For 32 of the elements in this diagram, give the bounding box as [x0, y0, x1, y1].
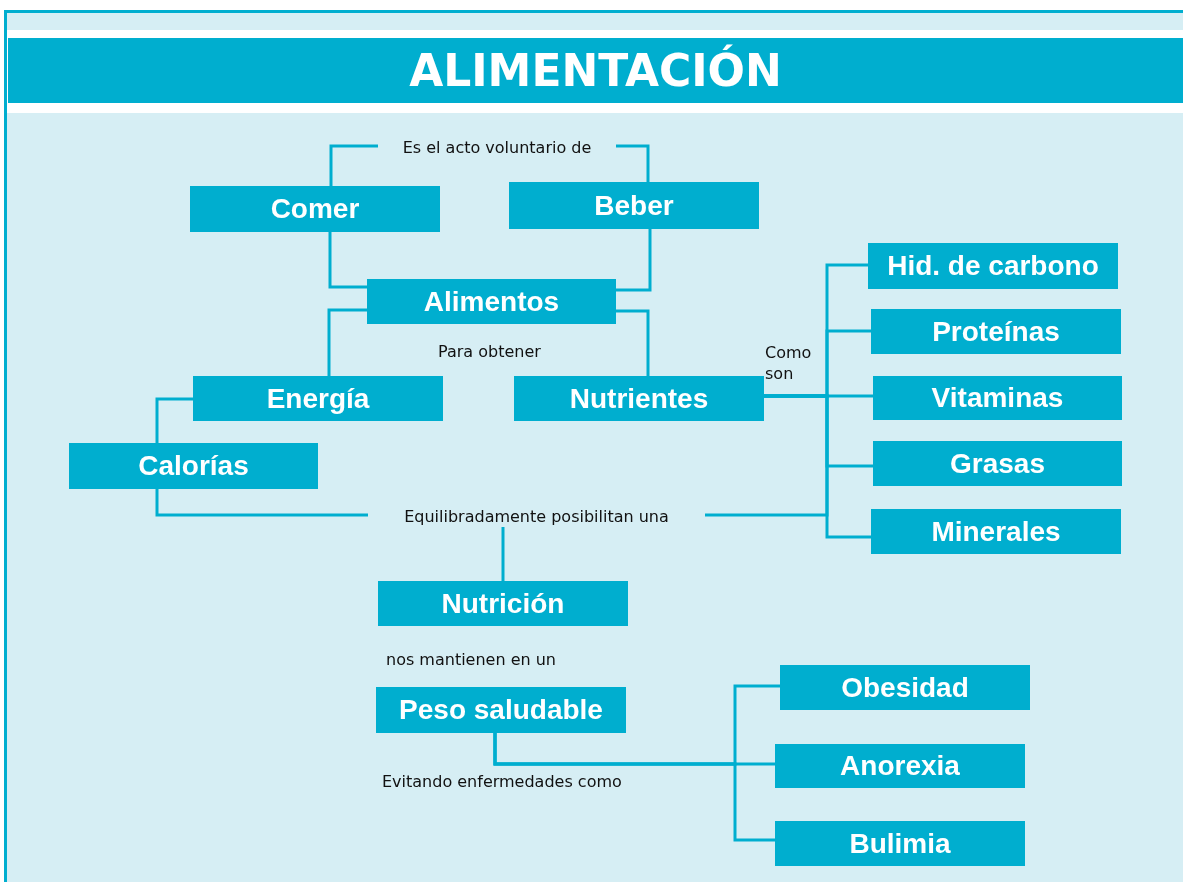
concept-box: Proteínas	[871, 309, 1121, 354]
concept-box: Hid. de carbono	[868, 243, 1118, 289]
connector-line	[327, 308, 367, 376]
connector-line	[155, 397, 193, 443]
concept-box: Beber	[509, 182, 759, 229]
connector-line	[329, 144, 378, 186]
concept-box: Minerales	[871, 509, 1121, 554]
concept-box: Nutrientes	[514, 376, 764, 421]
concept-box: Alimentos	[367, 279, 616, 324]
concept-box: Obesidad	[780, 665, 1030, 710]
concept-box: Calorías	[69, 443, 318, 489]
link-text: nos mantienen en un	[386, 650, 557, 671]
connector-line	[501, 527, 505, 581]
concept-box: Energía	[193, 376, 443, 421]
concept-box: Peso saludable	[376, 687, 626, 733]
concept-box: Anorexia	[775, 744, 1025, 788]
connector-line	[616, 229, 652, 292]
connector-line	[493, 733, 775, 842]
connector-line	[616, 144, 650, 182]
concept-box: Grasas	[873, 441, 1122, 486]
connector-line	[155, 489, 368, 517]
connector-line	[616, 309, 650, 376]
link-text: Para obtener	[438, 342, 542, 363]
connector-line	[705, 394, 829, 517]
concept-box: Vitaminas	[873, 376, 1122, 420]
connector-line	[328, 232, 367, 289]
concept-box: Bulimia	[775, 821, 1025, 866]
link-text: Evitando enfermedades como	[382, 772, 623, 793]
concept-box: Nutrición	[378, 581, 628, 626]
title-banner: ALIMENTACIÓN	[8, 38, 1183, 103]
concept-box: Comer	[190, 186, 440, 232]
link-text: Como son	[765, 343, 813, 385]
